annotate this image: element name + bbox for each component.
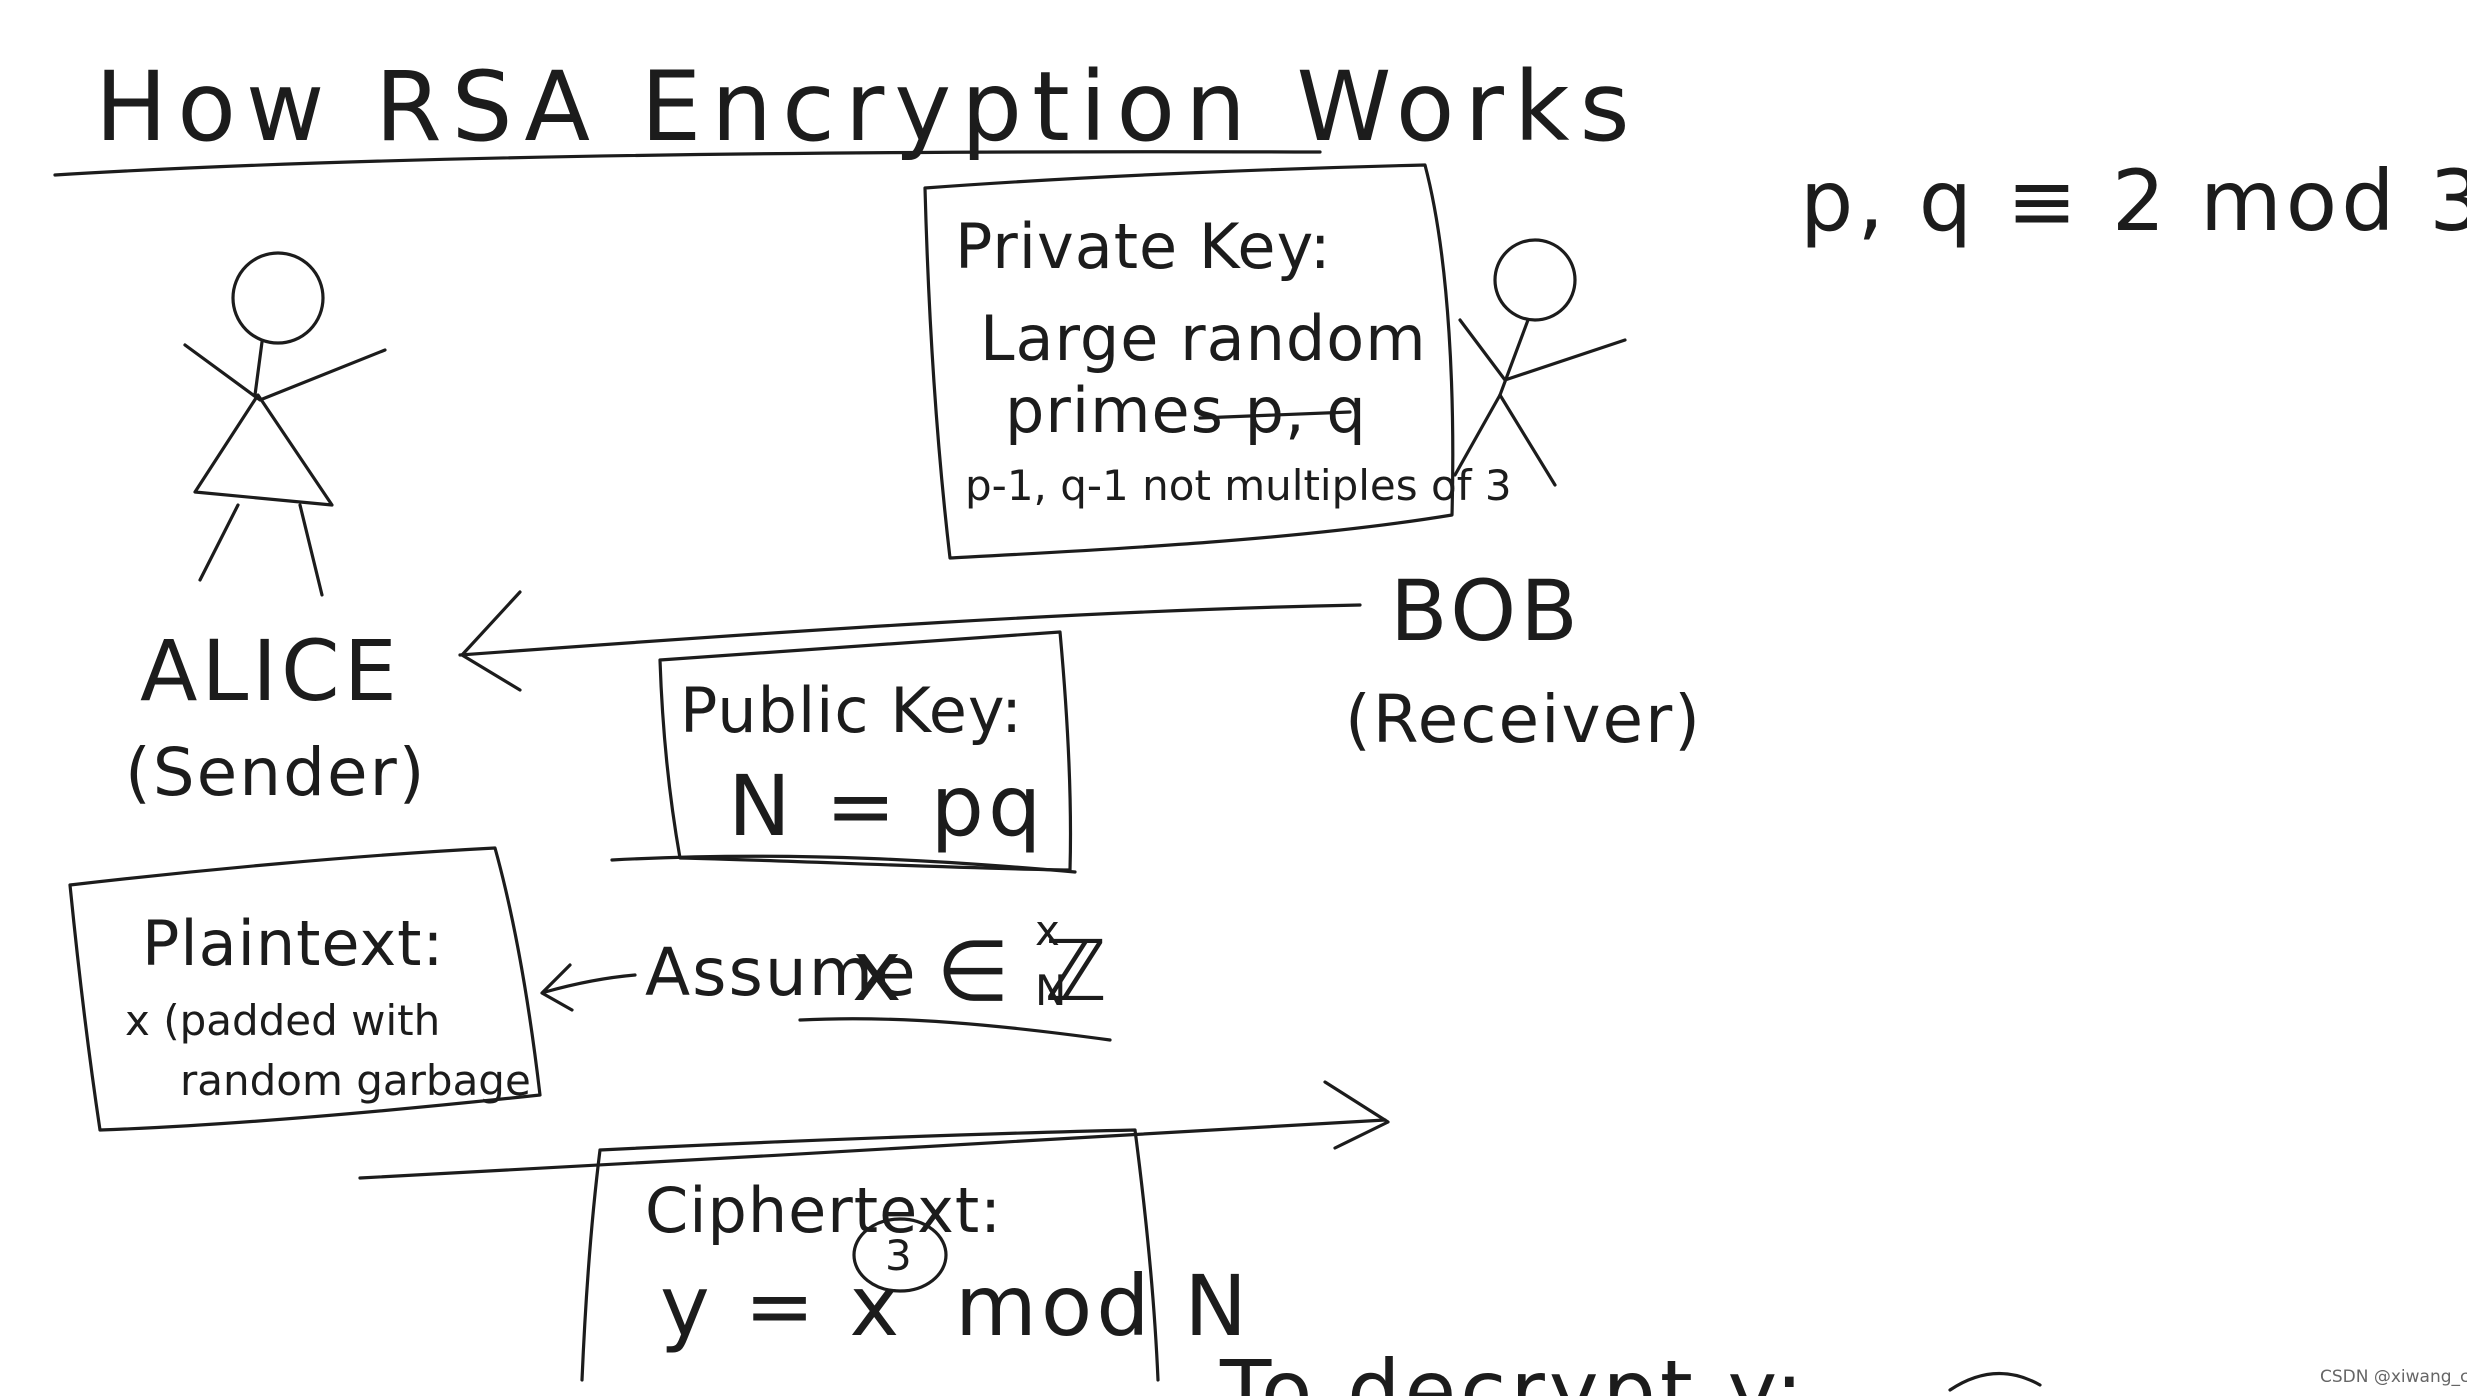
assume-underline xyxy=(798,1017,1112,1042)
public-key-box xyxy=(658,630,1073,872)
ciphertext-box xyxy=(580,1128,1160,1382)
assume-arrow xyxy=(540,963,637,1012)
watermark: CSDN @xiwang_chn xyxy=(2320,1367,2467,1387)
public-key-formula: N = pq xyxy=(728,757,1045,855)
bob-figure xyxy=(1453,238,1627,487)
private-key-heading: Private Key: xyxy=(955,210,1332,283)
plaintext-box xyxy=(68,846,542,1132)
ciphertext-heading: Ciphertext: xyxy=(645,1174,1002,1247)
cut-off-scribble xyxy=(1948,1371,2042,1392)
exponent-circle xyxy=(852,1217,948,1293)
private-key-line2: primes p, q xyxy=(1005,374,1367,447)
public-key-heading: Public Key: xyxy=(680,674,1023,747)
ciphertext-formula-left: y = x xyxy=(660,1257,903,1355)
alice-role: (Sender) xyxy=(125,734,426,811)
public-key-box-underline xyxy=(610,854,1077,874)
assume-formula: x ∈ ℤ xyxy=(852,922,1111,1020)
alice-name: ALICE xyxy=(140,622,401,720)
private-key-box xyxy=(923,163,1455,560)
assume-subscript: N xyxy=(1035,966,1066,1015)
ciphertext-exponent: 3 xyxy=(885,1231,912,1280)
plaintext-line2: random garbage xyxy=(180,1056,531,1105)
assume-superscript: x xyxy=(1035,906,1060,955)
private-key-line1: Large random xyxy=(980,302,1427,375)
private-key-line3: p-1, q-1 not multiples of 3 xyxy=(965,461,1512,510)
alice-figure xyxy=(183,251,387,597)
side-note-congruence: p, q ≡ 2 mod 3 xyxy=(1800,152,2467,250)
assume-label: Assume xyxy=(645,934,918,1011)
plaintext-line1: x (padded with xyxy=(125,996,440,1045)
bob-name: BOB xyxy=(1390,562,1582,660)
public-key-arrow xyxy=(458,590,1362,692)
ciphertext-formula-right: mod N xyxy=(955,1257,1251,1355)
title-underline xyxy=(53,150,1322,177)
bob-role: (Receiver) xyxy=(1345,681,1702,758)
diagram-title: How RSA Encryption Works xyxy=(95,51,1640,163)
plaintext-heading: Plaintext: xyxy=(142,907,444,980)
cut-off-text: To decrypt y: xyxy=(1219,1342,1807,1396)
ciphertext-arrow xyxy=(358,1080,1390,1180)
primes-strike xyxy=(1198,410,1352,420)
